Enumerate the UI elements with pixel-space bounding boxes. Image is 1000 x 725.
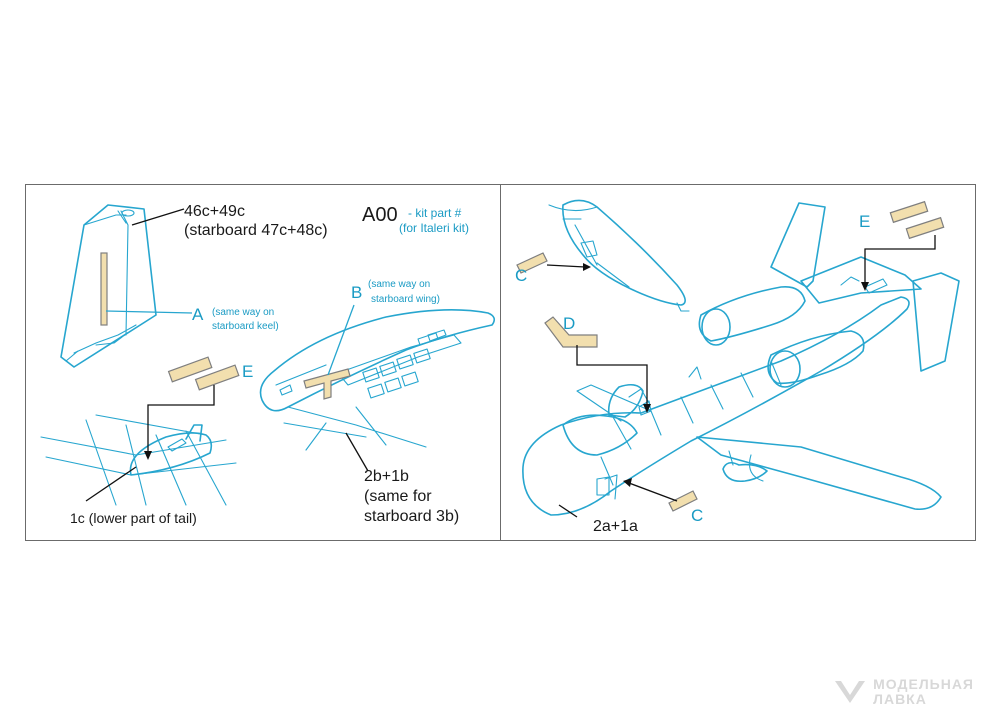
right-instruction-panel: C D E <box>500 184 976 541</box>
fin-part-starboard-label: (starboard 47c+48c) <box>184 222 328 239</box>
left-instruction-panel: 46c+49c (starboard 47c+48c) A (same way … <box>25 184 501 541</box>
mask-b-leader <box>327 304 355 376</box>
mask-e-letter: E <box>859 212 870 231</box>
wing-note-line1: (same for <box>364 488 432 505</box>
mask-d-arrowhead <box>643 404 651 413</box>
mask-c-bottom-arrowhead <box>623 478 632 487</box>
mask-c-top-leader <box>546 264 586 268</box>
mask-b-note-line2: starboard wing) <box>371 294 440 305</box>
mask-c-bottom-letter: C <box>691 506 703 525</box>
fin-part-leader <box>131 208 185 226</box>
legend-description-line1: - kit part # <box>408 206 462 220</box>
mask-c-bottom-shape <box>668 490 698 512</box>
canopy-drawing <box>548 199 690 312</box>
tail-section-drawing <box>40 414 237 506</box>
mask-e-shape-1 <box>889 200 929 224</box>
mask-b-shape <box>303 368 351 400</box>
mask-c-bottom-leader <box>628 482 678 502</box>
mask-e-arrowhead <box>144 451 152 460</box>
fin-part-label: 46c+49c <box>184 203 245 220</box>
legend-description-line2: (for Italeri kit) <box>399 221 469 235</box>
mask-c-top-shape <box>516 252 548 274</box>
mask-e-shape-1 <box>167 356 213 383</box>
left-panel-drawing: 46c+49c (starboard 47c+48c) A (same way … <box>40 203 496 526</box>
right-panel-drawing: C D E <box>515 199 960 535</box>
wing-drawing <box>259 309 496 451</box>
mask-a-letter: A <box>192 305 204 324</box>
mask-e-leader <box>147 385 215 455</box>
legend-code: A00 <box>362 204 398 226</box>
mask-b-note-line1: (same way on <box>368 279 430 290</box>
mask-a-note-line1: (same way on <box>212 307 274 318</box>
mask-d-shape <box>544 316 598 348</box>
mask-d-letter: D <box>563 314 575 333</box>
tail-fin-drawing <box>60 204 157 368</box>
watermark-line2: ЛАВКА <box>873 691 927 707</box>
store-watermark: МОДЕЛЬНАЯ ЛАВКА <box>833 677 974 707</box>
aircraft-drawing <box>522 202 960 516</box>
mask-e-leader <box>864 235 936 285</box>
mask-a-leader <box>105 310 193 314</box>
mask-c-top-arrowhead <box>583 263 591 271</box>
wing-part-label: 2b+1b <box>364 468 409 485</box>
fuselage-part-label: 2a+1a <box>593 518 638 535</box>
tail-part-label: 1c (lower part of tail) <box>70 510 197 526</box>
tail-part-leader <box>85 466 137 502</box>
mask-b-letter: B <box>351 283 362 302</box>
fuselage-part-leader <box>558 504 578 518</box>
watermark-logo-icon <box>835 681 866 703</box>
wing-part-leader <box>345 432 369 472</box>
mask-e-shape-2 <box>194 364 240 391</box>
mask-e-shape-2 <box>905 216 945 240</box>
mask-e-letter: E <box>242 362 253 381</box>
mask-a-note-line2: starboard keel) <box>212 321 279 332</box>
mask-e-arrowhead <box>861 282 869 291</box>
wing-note-line2: starboard 3b) <box>364 508 459 525</box>
mask-d-leader <box>576 345 648 407</box>
mask-a-shape <box>100 252 108 326</box>
mask-c-top-letter: C <box>515 266 527 285</box>
watermark-line1: МОДЕЛЬНАЯ <box>873 676 974 692</box>
